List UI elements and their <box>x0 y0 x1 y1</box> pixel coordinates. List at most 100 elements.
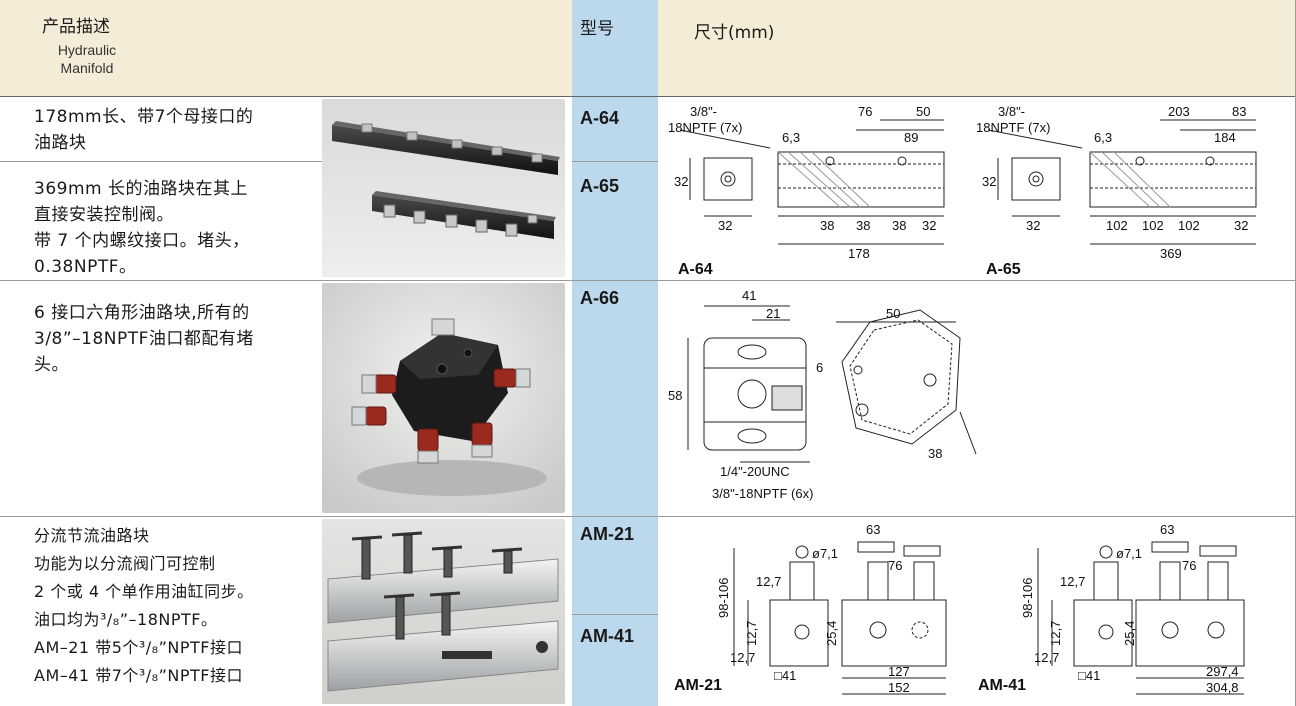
svg-text:18NPTF (7x): 18NPTF (7x) <box>668 120 742 135</box>
svg-text:□41: □41 <box>1078 668 1100 683</box>
svg-text:12,7: 12,7 <box>730 650 755 665</box>
svg-text:25,4: 25,4 <box>824 621 839 646</box>
header-description-title: 产品描述 <box>42 17 110 37</box>
drawing-a66: 41 21 6 58 50 38 1/4"-20UNC 3/8"-18NPTF … <box>668 288 977 501</box>
header-description: 产品描述 Hydraulic Manifold <box>0 0 572 96</box>
svg-text:98-106: 98-106 <box>1020 578 1035 618</box>
a65-label: A-65 <box>986 261 1021 278</box>
desc-am: 分流节流油路块 功能为以分流阀门可控制 2 个或 4 个单作用油缸同步。 油口均… <box>34 526 254 685</box>
svg-text:76: 76 <box>858 104 872 119</box>
a64-end-view <box>703 157 753 201</box>
svg-text:38: 38 <box>892 218 906 233</box>
svg-text:32: 32 <box>674 174 688 189</box>
svg-text:6: 6 <box>816 360 823 375</box>
svg-text:12,7: 12,7 <box>744 621 759 646</box>
row-divider <box>0 161 322 162</box>
header-model-title: 型号 <box>580 19 614 39</box>
svg-text:1/4"-20UNC: 1/4"-20UNC <box>720 464 790 479</box>
svg-text:152: 152 <box>888 680 910 695</box>
row-divider <box>572 161 658 162</box>
svg-text:38: 38 <box>820 218 834 233</box>
am41-side-view <box>1135 599 1245 667</box>
flow-divider-image <box>322 519 565 704</box>
svg-text:297,4: 297,4 <box>1206 664 1239 679</box>
svg-text:18NPTF (7x): 18NPTF (7x) <box>976 120 1050 135</box>
svg-text:102: 102 <box>1178 218 1200 233</box>
svg-text:98-106: 98-106 <box>716 578 731 618</box>
am41-label: AM-41 <box>978 677 1026 694</box>
hex-manifold-image <box>322 283 565 513</box>
svg-text:□41: □41 <box>774 668 796 683</box>
row-divider <box>0 96 1296 97</box>
svg-text:50: 50 <box>916 104 930 119</box>
svg-text:203: 203 <box>1168 104 1190 119</box>
svg-text:127: 127 <box>888 664 910 679</box>
svg-text:102: 102 <box>1142 218 1164 233</box>
svg-text:12,7: 12,7 <box>756 574 781 589</box>
svg-text:50: 50 <box>886 306 900 321</box>
drawing-am: 98-106 12,7 12,7 12,7 25,4 ø7,1 63 76 12… <box>674 522 1245 695</box>
a66-side-view <box>703 337 807 451</box>
photo-a66 <box>322 283 565 513</box>
desc-a64: 178mm长、带7个母接口的 油路块 <box>34 107 254 153</box>
header-dimensions-title: 尺寸(mm) <box>694 23 775 43</box>
svg-text:6,3: 6,3 <box>782 130 800 145</box>
svg-text:76: 76 <box>1182 558 1196 573</box>
svg-text:102: 102 <box>1106 218 1128 233</box>
svg-text:32: 32 <box>922 218 936 233</box>
desc-a66: 6 接口六角形油路块,所有的 3/8”–18NPTF油口都配有堵 头。 <box>34 303 254 375</box>
svg-text:38: 38 <box>928 446 942 461</box>
svg-text:58: 58 <box>668 388 682 403</box>
row-divider <box>572 614 658 615</box>
row-divider <box>0 516 1296 517</box>
svg-text:3/8"-: 3/8"- <box>998 104 1025 119</box>
photo-am <box>322 519 565 704</box>
svg-text:ø7,1: ø7,1 <box>1116 546 1142 561</box>
model-a64: A-64 <box>580 108 620 128</box>
drawing-a64-a65: 3/8"- 18NPTF (7x) 6,3 76 50 89 32 32 38 … <box>668 104 1257 278</box>
am21-side-view <box>841 599 947 667</box>
svg-text:21: 21 <box>766 306 780 321</box>
a64-side-view <box>777 151 945 208</box>
svg-text:ø7,1: ø7,1 <box>812 546 838 561</box>
svg-text:184: 184 <box>1214 130 1236 145</box>
svg-text:32: 32 <box>982 174 996 189</box>
svg-text:369: 369 <box>1160 246 1182 261</box>
manifold-bars-image <box>322 99 565 277</box>
svg-text:63: 63 <box>1160 522 1174 537</box>
svg-text:12,7: 12,7 <box>1048 621 1063 646</box>
row-divider <box>0 280 1296 281</box>
a65-side-view <box>1089 151 1257 208</box>
svg-text:63: 63 <box>866 522 880 537</box>
am21-end-view <box>769 599 829 667</box>
svg-text:3/8"-: 3/8"- <box>690 104 717 119</box>
model-a66: A-66 <box>580 288 620 308</box>
model-column <box>572 96 658 706</box>
a65-end-view <box>1011 157 1061 201</box>
svg-text:32: 32 <box>1026 218 1040 233</box>
photo-a64-a65 <box>322 99 565 277</box>
a64-label: A-64 <box>678 261 713 278</box>
svg-text:32: 32 <box>1234 218 1248 233</box>
desc-a65: 369mm 长的油路块在其上 直接安装控制阀。 带 7 个内螺纹接口。堵头， 0… <box>34 179 250 277</box>
model-am21: AM-21 <box>580 524 635 544</box>
svg-text:178: 178 <box>848 246 870 261</box>
model-am41: AM-41 <box>580 626 635 646</box>
a66-top-view <box>841 309 961 445</box>
svg-text:6,3: 6,3 <box>1094 130 1112 145</box>
model-a65: A-65 <box>580 176 620 196</box>
svg-text:38: 38 <box>856 218 870 233</box>
svg-text:304,8: 304,8 <box>1206 680 1239 695</box>
svg-text:25,4: 25,4 <box>1122 621 1137 646</box>
am21-label: AM-21 <box>674 677 722 694</box>
svg-text:12,7: 12,7 <box>1034 650 1059 665</box>
svg-text:3/8"-18NPTF (6x): 3/8"-18NPTF (6x) <box>712 486 813 501</box>
header-description-sub-1: Hydraulic <box>57 42 117 58</box>
svg-text:89: 89 <box>904 130 918 145</box>
header-description-sub-2: Manifold <box>60 60 114 76</box>
svg-text:41: 41 <box>742 288 756 303</box>
svg-text:76: 76 <box>888 558 902 573</box>
svg-text:12,7: 12,7 <box>1060 574 1085 589</box>
svg-text:32: 32 <box>718 218 732 233</box>
